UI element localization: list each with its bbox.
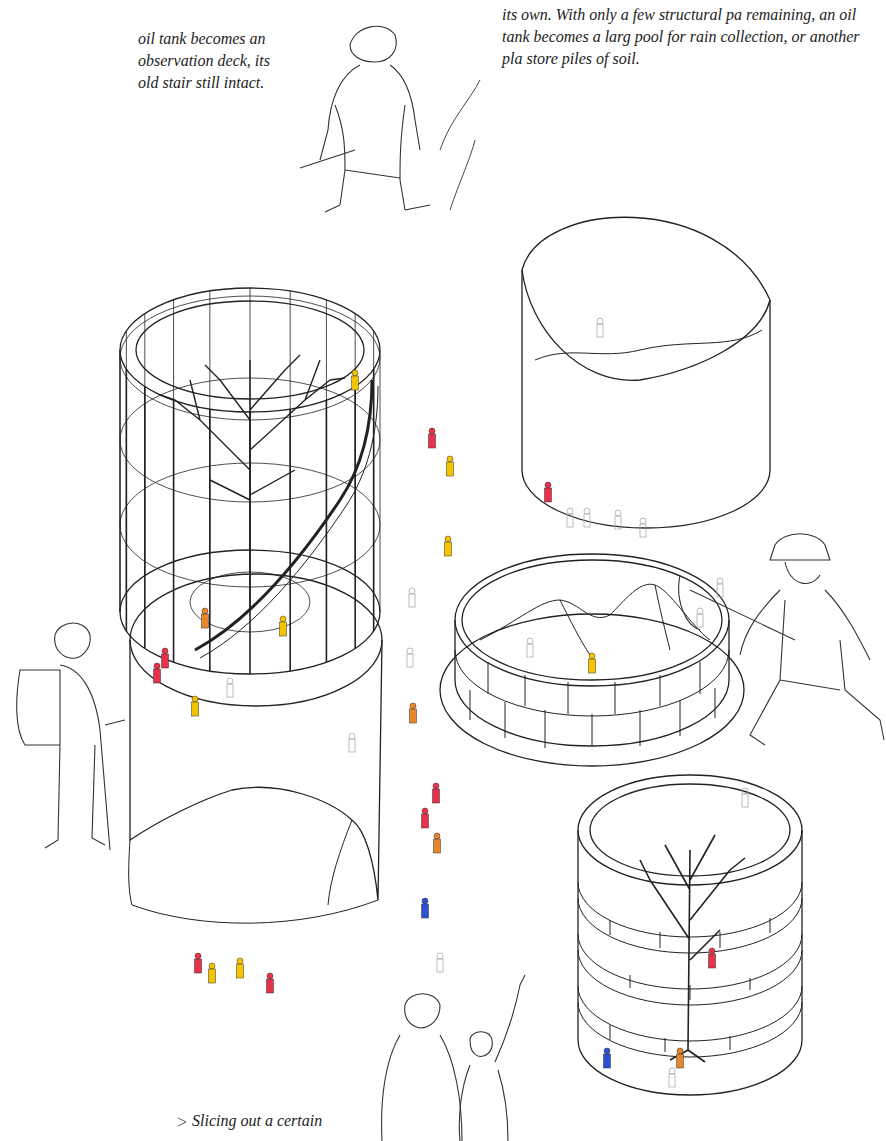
person <box>202 614 209 628</box>
person <box>192 696 198 702</box>
person-outline <box>597 318 603 324</box>
person <box>589 653 595 659</box>
caption-note: its own. With only a few structural pa r… <box>502 4 882 70</box>
person <box>429 428 435 434</box>
person <box>209 969 216 983</box>
person <box>447 456 453 462</box>
person <box>434 833 440 839</box>
sliced-tank <box>129 574 382 923</box>
person-outline <box>349 739 355 752</box>
person-outline <box>717 578 723 584</box>
person-outline <box>640 524 646 537</box>
cage-bar <box>373 331 374 593</box>
person-outline <box>640 518 646 524</box>
person-outline <box>717 584 723 597</box>
person-outline <box>615 516 621 529</box>
person <box>352 370 358 376</box>
person <box>433 789 440 803</box>
caption-note: oil tank becomes an observation deck, it… <box>138 28 270 94</box>
person <box>445 536 451 542</box>
person <box>429 434 436 448</box>
person-outline <box>227 678 233 684</box>
person <box>267 973 273 979</box>
cage-bar <box>355 314 356 576</box>
person-outline <box>584 514 590 527</box>
tree <box>160 355 345 610</box>
person <box>192 702 199 716</box>
person <box>545 488 552 502</box>
observation-tank <box>120 288 380 674</box>
person-outline <box>615 510 621 516</box>
person <box>154 669 161 683</box>
person-outline <box>407 648 413 654</box>
caption-note: Slicing out a certain <box>192 1110 392 1132</box>
person-outline <box>527 644 533 657</box>
open-tank <box>522 217 770 528</box>
small-people <box>154 318 749 1087</box>
sketch-figures <box>17 26 884 1141</box>
cage-bar <box>119 350 121 612</box>
person <box>280 616 286 622</box>
person <box>237 958 243 964</box>
person <box>604 1048 610 1054</box>
person <box>447 462 454 476</box>
person-outline <box>437 959 443 972</box>
person-outline <box>742 794 748 807</box>
person <box>195 959 202 973</box>
person <box>422 814 429 828</box>
stair <box>195 380 372 650</box>
person <box>434 839 441 853</box>
person-outline <box>669 1074 675 1087</box>
person <box>604 1054 611 1068</box>
person <box>589 659 596 673</box>
person-outline <box>742 788 748 794</box>
person-outline <box>407 654 413 667</box>
cage-bar <box>209 291 210 553</box>
cage-bar <box>126 331 127 593</box>
person <box>433 783 439 789</box>
person <box>422 904 429 918</box>
person <box>154 663 160 669</box>
person <box>352 376 359 390</box>
person <box>445 542 452 556</box>
person-outline <box>437 953 443 959</box>
ring-tank <box>578 775 802 1095</box>
person <box>709 948 715 954</box>
person-outline <box>567 508 573 514</box>
cage-bar <box>173 300 174 562</box>
person-outline <box>409 594 415 607</box>
soil-tank <box>440 554 744 766</box>
person <box>410 709 417 723</box>
person <box>202 608 208 614</box>
stair <box>200 386 378 658</box>
person <box>280 622 287 636</box>
person <box>709 954 716 968</box>
person-outline <box>227 684 233 697</box>
person-outline <box>697 608 703 614</box>
person <box>545 482 551 488</box>
person-outline <box>669 1068 675 1074</box>
person-outline <box>584 508 590 514</box>
person-outline <box>567 514 573 527</box>
person <box>677 1054 684 1068</box>
person-outline <box>409 588 415 594</box>
cage-bar <box>380 350 381 612</box>
person <box>209 963 215 969</box>
person <box>195 953 201 959</box>
person <box>410 703 416 709</box>
person <box>267 979 274 993</box>
person <box>162 654 169 668</box>
person-outline <box>349 733 355 739</box>
person <box>237 964 244 978</box>
person <box>162 648 168 654</box>
person <box>422 808 428 814</box>
person-outline <box>697 614 703 627</box>
person-outline <box>527 638 533 644</box>
person-outline <box>597 324 603 337</box>
cage-bar <box>290 291 291 553</box>
person <box>422 898 428 904</box>
person <box>677 1048 683 1054</box>
cage-bar <box>144 314 145 576</box>
